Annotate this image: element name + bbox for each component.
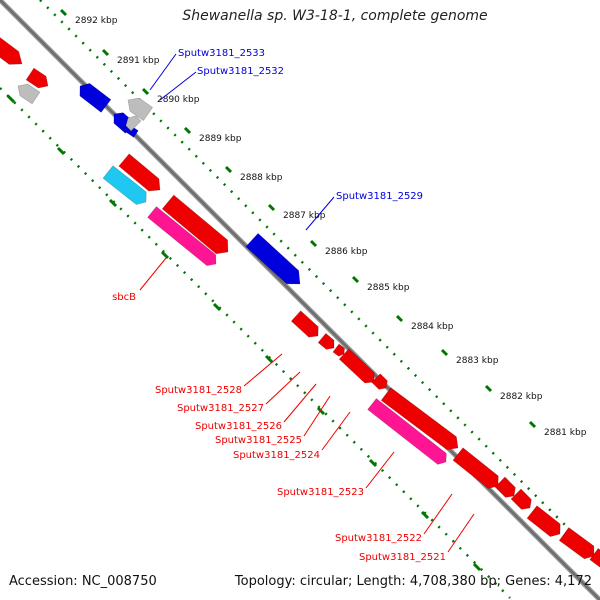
tick-mark (59, 8, 68, 17)
accession-text: Accession: NC_008750 (9, 574, 157, 589)
tick-mark (101, 48, 110, 57)
rna-feature-arrow (147, 206, 217, 266)
tick-mark (264, 354, 274, 364)
gene-label: Sputw3181_2526 (195, 421, 282, 432)
tick-mark (183, 126, 192, 135)
tick-label: 2891 kbp (117, 56, 160, 66)
forward-gene-arrow (161, 194, 229, 255)
forward-gene-arrow (290, 310, 319, 338)
tick-mark (420, 510, 430, 520)
tick-mark (395, 314, 404, 323)
tick-label: 2885 kbp (367, 283, 410, 293)
forward-gene-arrow (494, 476, 516, 498)
forward-gene-arrow (589, 547, 600, 568)
tick-mark (267, 203, 276, 212)
gene-features (0, 37, 600, 568)
tick-label: 2881 kbp (544, 428, 587, 438)
callout-line (365, 451, 395, 489)
forward-gene-arrow (317, 332, 335, 350)
inner-tick-guide (0, 87, 511, 599)
tick-label: 2892 kbp (75, 16, 118, 26)
callout-line (159, 71, 197, 101)
tick-label: 2887 kbp (283, 211, 326, 221)
reverse-gene-arrow (79, 82, 112, 113)
rna-feature-arrow (367, 398, 447, 465)
map-title: Shewanella sp. W3-18-1, complete genome (182, 8, 488, 24)
tick-mark (309, 239, 318, 248)
tick-mark (56, 146, 66, 156)
callout-line (265, 371, 301, 405)
gene-label: Sputw3181_2529 (336, 191, 423, 202)
callout-line (303, 395, 331, 437)
rna-feature-arrow (102, 165, 147, 205)
tick-mark (108, 198, 118, 208)
tick-mark (316, 406, 326, 416)
tick-marks (6, 8, 537, 572)
forward-gene-arrow (526, 505, 561, 537)
tick-label: 2890 kbp (157, 95, 200, 105)
forward-gene-arrow (25, 67, 49, 89)
gene-label: Sputw3181_2532 (197, 66, 284, 77)
forward-gene-arrow (371, 373, 388, 390)
tick-mark (141, 87, 150, 96)
callout-line (243, 353, 283, 387)
tick-mark (351, 275, 360, 284)
genome-summary-text: Topology: circular; Length: 4,708,380 bp… (234, 574, 592, 589)
gene-callouts: Sputw3181_2533Sputw3181_2532Sputw3181_25… (112, 48, 475, 563)
other-feature-arrow (127, 97, 154, 121)
gene-label: sbcB (112, 292, 136, 303)
tick-labels: 2892 kbp 2891 kbp 2890 kbp 2889 kbp 2888 kbp… (75, 16, 587, 438)
gene-label: Sputw3181_2522 (335, 533, 422, 544)
forward-gene-arrow (338, 348, 375, 384)
callout-line (139, 257, 167, 291)
gene-label: Sputw3181_2524 (233, 450, 320, 461)
tick-label: 2882 kbp (500, 392, 543, 402)
outer-tick-guide (39, 0, 600, 561)
tick-mark (368, 458, 378, 468)
tick-label: 2884 kbp (411, 322, 454, 332)
callout-line (149, 53, 177, 91)
forward-gene-arrow (510, 488, 532, 510)
forward-gene-arrow (380, 387, 459, 450)
tick-mark (472, 562, 482, 572)
gene-label: Sputw3181_2528 (155, 385, 242, 396)
gene-label: Sputw3181_2523 (277, 487, 364, 498)
tick-mark (440, 348, 449, 357)
callout-line (423, 493, 453, 535)
reverse-gene-arrow (245, 232, 301, 285)
gene-label: Sputw3181_2533 (178, 48, 265, 59)
tick-mark (6, 94, 16, 104)
tick-mark (528, 420, 537, 429)
tick-label: 2889 kbp (199, 134, 242, 144)
callout-line (447, 513, 475, 553)
tick-mark (484, 384, 493, 393)
forward-gene-arrow (452, 447, 499, 489)
forward-gene-arrow (558, 527, 595, 560)
tick-mark (224, 165, 233, 174)
gene-label: Sputw3181_2527 (177, 403, 264, 414)
forward-gene-arrow (332, 343, 345, 357)
tick-label: 2888 kbp (240, 173, 283, 183)
callout-line (321, 411, 351, 451)
tick-mark (212, 302, 222, 312)
tick-label: 2883 kbp (456, 356, 499, 366)
gene-label: Sputw3181_2525 (215, 435, 302, 446)
tick-mark (160, 250, 170, 260)
tick-label: 2886 kbp (325, 247, 368, 257)
forward-gene-arrow (0, 37, 23, 65)
forward-gene-arrow (118, 153, 161, 192)
callout-line (283, 383, 317, 423)
other-feature-arrow (17, 83, 41, 105)
gene-label: Sputw3181_2521 (359, 552, 446, 563)
other-feature-arrow (125, 115, 142, 132)
callout-line (305, 196, 335, 231)
